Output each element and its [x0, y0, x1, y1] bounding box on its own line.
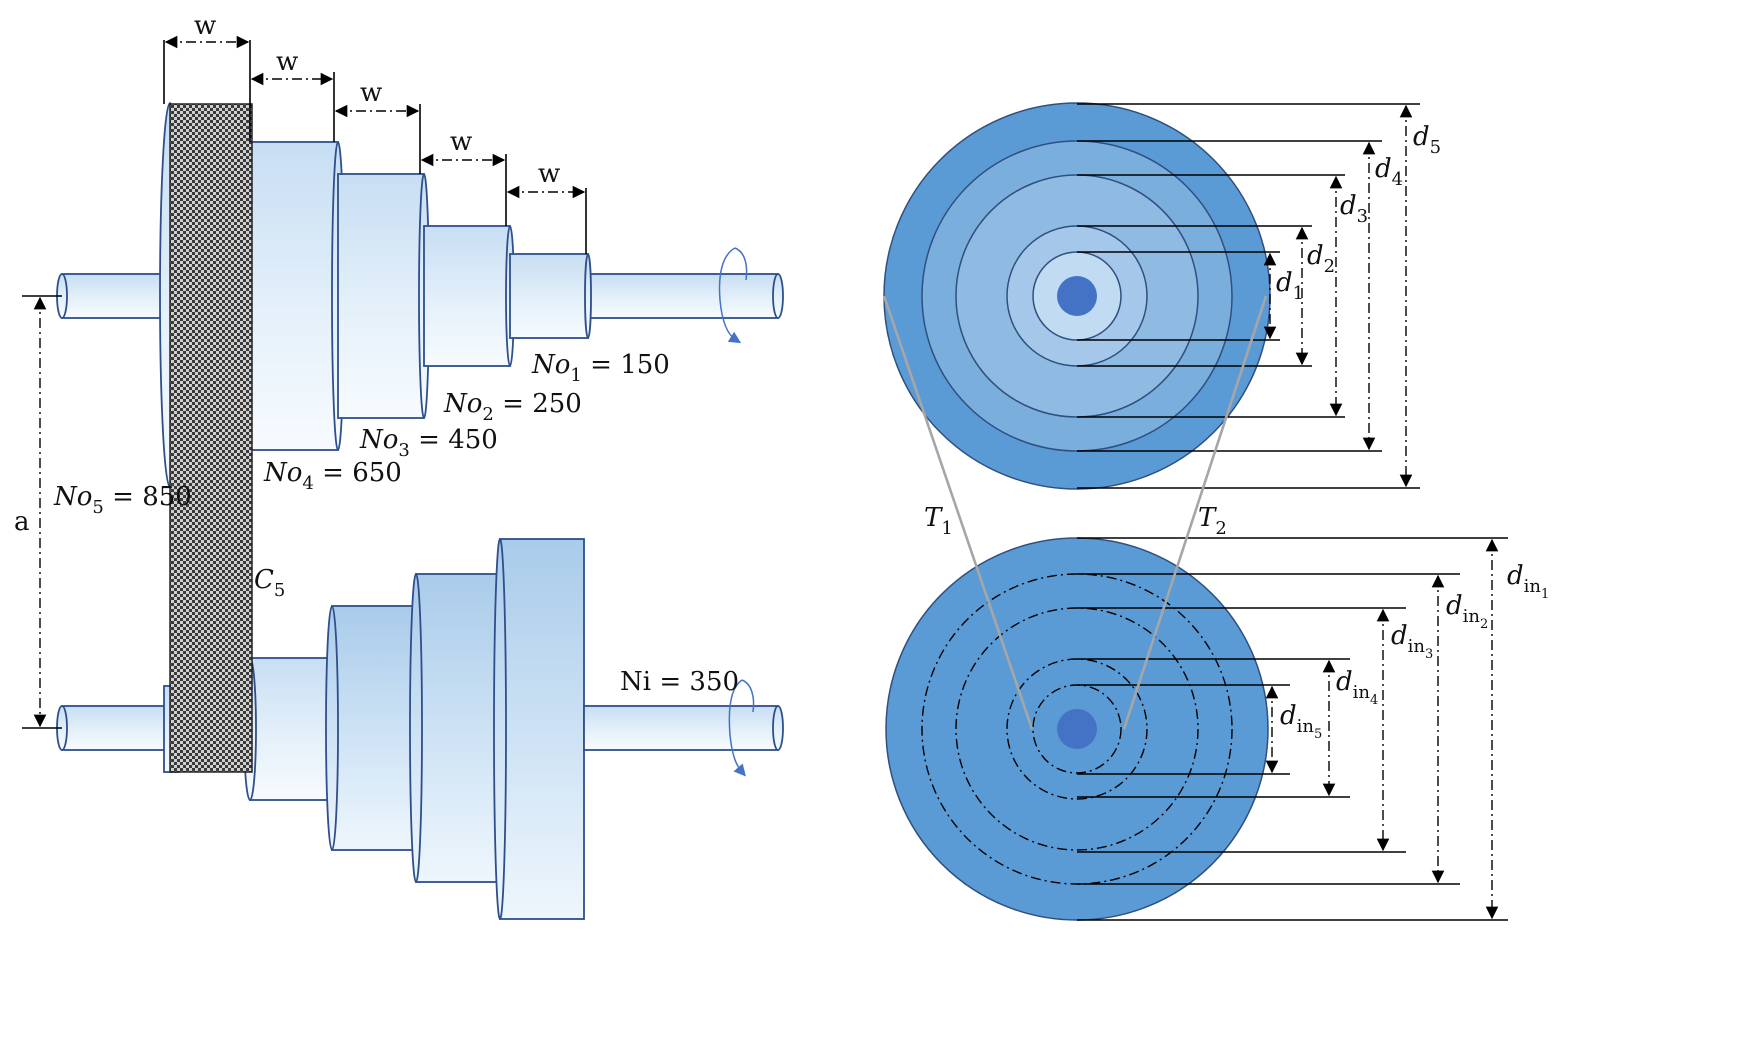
belt-label-t2: T2: [1198, 503, 1227, 539]
diameter-label-din4: din4: [1336, 667, 1378, 708]
lower-step-3: [415, 573, 501, 883]
step-no3: [337, 173, 425, 419]
belt-line-t1: [882, 295, 1034, 730]
diameter-label-d2: d2: [1307, 241, 1335, 277]
speed-labels: No1 = 150 No2 = 250 No3 = 450 No4 = 650 …: [53, 350, 739, 697]
upper-left-shaft: [61, 273, 173, 319]
width-label: w: [194, 11, 216, 41]
upper-right-shaft-end: [772, 273, 784, 319]
step-no4: [249, 141, 339, 451]
top-disc: [883, 102, 1271, 490]
lower-stepped-pulley: [56, 538, 784, 920]
top-diameter-dimensions: d1 d2 d3 d4 d5: [1077, 103, 1441, 489]
bottom-disc: [885, 537, 1269, 921]
belt-section-c5: [169, 103, 253, 773]
upper-stepped-pulley: [56, 102, 784, 488]
lower-rotation-arrow: [728, 679, 746, 777]
step-no2: [423, 225, 511, 367]
diameter-label-din3: din3: [1391, 621, 1433, 662]
width-label: w: [360, 78, 382, 108]
top-disc-hub: [1057, 276, 1097, 316]
speed-label-no3: No3 = 450: [359, 425, 498, 461]
diameter-label-d1: d1: [1276, 268, 1304, 304]
diameter-label-d5: d5: [1413, 122, 1441, 158]
diameter-label-din1: din1: [1507, 561, 1549, 602]
center-distance-label: a: [14, 507, 30, 537]
lower-step-4: [499, 538, 585, 920]
input-speed-label: Ni = 350: [620, 667, 739, 697]
diameter-label-din5: din5: [1280, 701, 1322, 742]
lower-right-shaft: [583, 705, 779, 751]
upper-rotation-arrow: [718, 247, 742, 344]
upper-right-shaft: [587, 273, 779, 319]
lower-step-1: [249, 657, 333, 801]
width-label: w: [538, 159, 560, 189]
diameter-label-d4: d4: [1375, 154, 1403, 190]
width-label: w: [450, 127, 472, 157]
belt-lines: T1 T2: [882, 295, 1268, 730]
speed-label-no5: No5 = 850: [53, 482, 192, 518]
diameter-label-din2: din2: [1446, 591, 1488, 632]
speed-label-no4: No4 = 650: [263, 458, 402, 494]
speed-label-no2: No2 = 250: [443, 389, 582, 425]
bottom-diameter-dimensions: din1 din2 din3 din4 din5: [1077, 537, 1549, 921]
diameter-label-d3: d3: [1340, 191, 1368, 227]
width-label: w: [276, 47, 298, 77]
bottom-disc-hub: [1057, 709, 1097, 749]
step-no1: [509, 253, 589, 339]
width-dimensions: w w w w w: [163, 11, 587, 254]
speed-label-no1: No1 = 150: [531, 350, 670, 386]
cone-label-c5: C5: [254, 565, 285, 601]
lower-step-2: [331, 605, 417, 851]
center-distance-dimension: a: [14, 295, 62, 729]
belt-label-t1: T1: [924, 503, 953, 539]
lower-left-shaft: [61, 705, 175, 751]
belt-line-t2: [1122, 295, 1268, 730]
